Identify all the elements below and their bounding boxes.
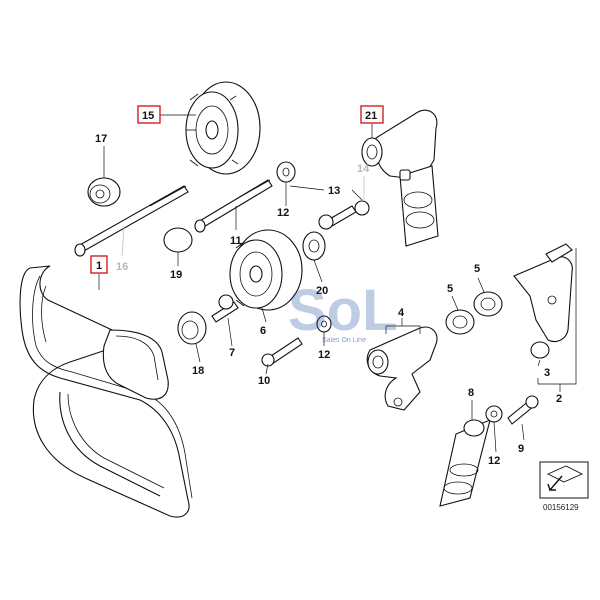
callout-1-highlight [90,255,108,274]
watermark: SoL Sales On Line [288,278,398,344]
callout-2: 2 [556,393,562,405]
callout-12-center: 12 [318,349,330,361]
idler-pulley-15 [185,81,261,175]
callout-18: 18 [192,365,204,377]
bolt-13 [318,205,357,230]
bolt-9 [507,395,539,425]
callout-20: 20 [316,285,328,297]
bolt-11 [194,179,273,233]
callout-12-right: 12 [488,455,500,467]
bolt-16 [74,185,189,257]
callout-9: 9 [518,443,524,455]
callout-19: 19 [170,269,182,281]
washer-20 [302,231,326,261]
callout-16: 16 [116,261,128,273]
diagram-id: 00156129 [543,503,579,512]
callout-21: 21 [365,110,377,122]
washer-12-center [316,315,332,333]
callout-5-right: 5 [474,263,480,275]
watermark-logo: SoL [288,278,398,343]
watermark-tagline: Sales On Line [322,337,366,344]
callout-15-highlight [137,105,161,124]
washer-14 [354,200,370,216]
callout-numbers: 15 21 1 17 16 19 11 12 13 14 20 6 12 7 1… [90,105,562,467]
washer-12-top [276,161,296,183]
pulley-cap-17 [87,177,121,207]
callout-10: 10 [258,375,270,387]
callout-12-top: 12 [277,207,289,219]
callout-1: 1 [96,260,102,272]
callout-6: 6 [260,325,266,337]
cover-disc-19 [163,227,193,253]
washer-12-right [485,405,503,423]
callout-21-highlight [360,105,384,124]
bracket-2 [513,243,573,343]
serpentine-belt [19,265,193,518]
callout-3: 3 [544,367,550,379]
callout-17: 17 [95,133,107,145]
callout-5-left: 5 [447,283,453,295]
leader-lines [98,114,577,453]
idler-pulley-6 [229,229,303,311]
orientation-icon [539,461,589,499]
callout-13: 13 [328,185,340,197]
bolt-7 [211,294,239,323]
bushing-5-left [445,309,475,335]
callout-14: 14 [357,163,370,175]
callout-11: 11 [230,235,242,247]
tensioner-arm-4 [366,326,438,411]
callout-4: 4 [398,307,405,319]
bushing-5-right [473,291,503,317]
callout-7: 7 [229,347,235,359]
belt-tensioner-21 [361,109,439,247]
pulley-cap-18 [177,311,207,345]
callout-15: 15 [142,110,154,122]
spacer-3 [530,341,550,359]
hydraulic-damper-8 [439,419,491,507]
bolt-10 [261,337,303,367]
callout-8: 8 [468,387,474,399]
